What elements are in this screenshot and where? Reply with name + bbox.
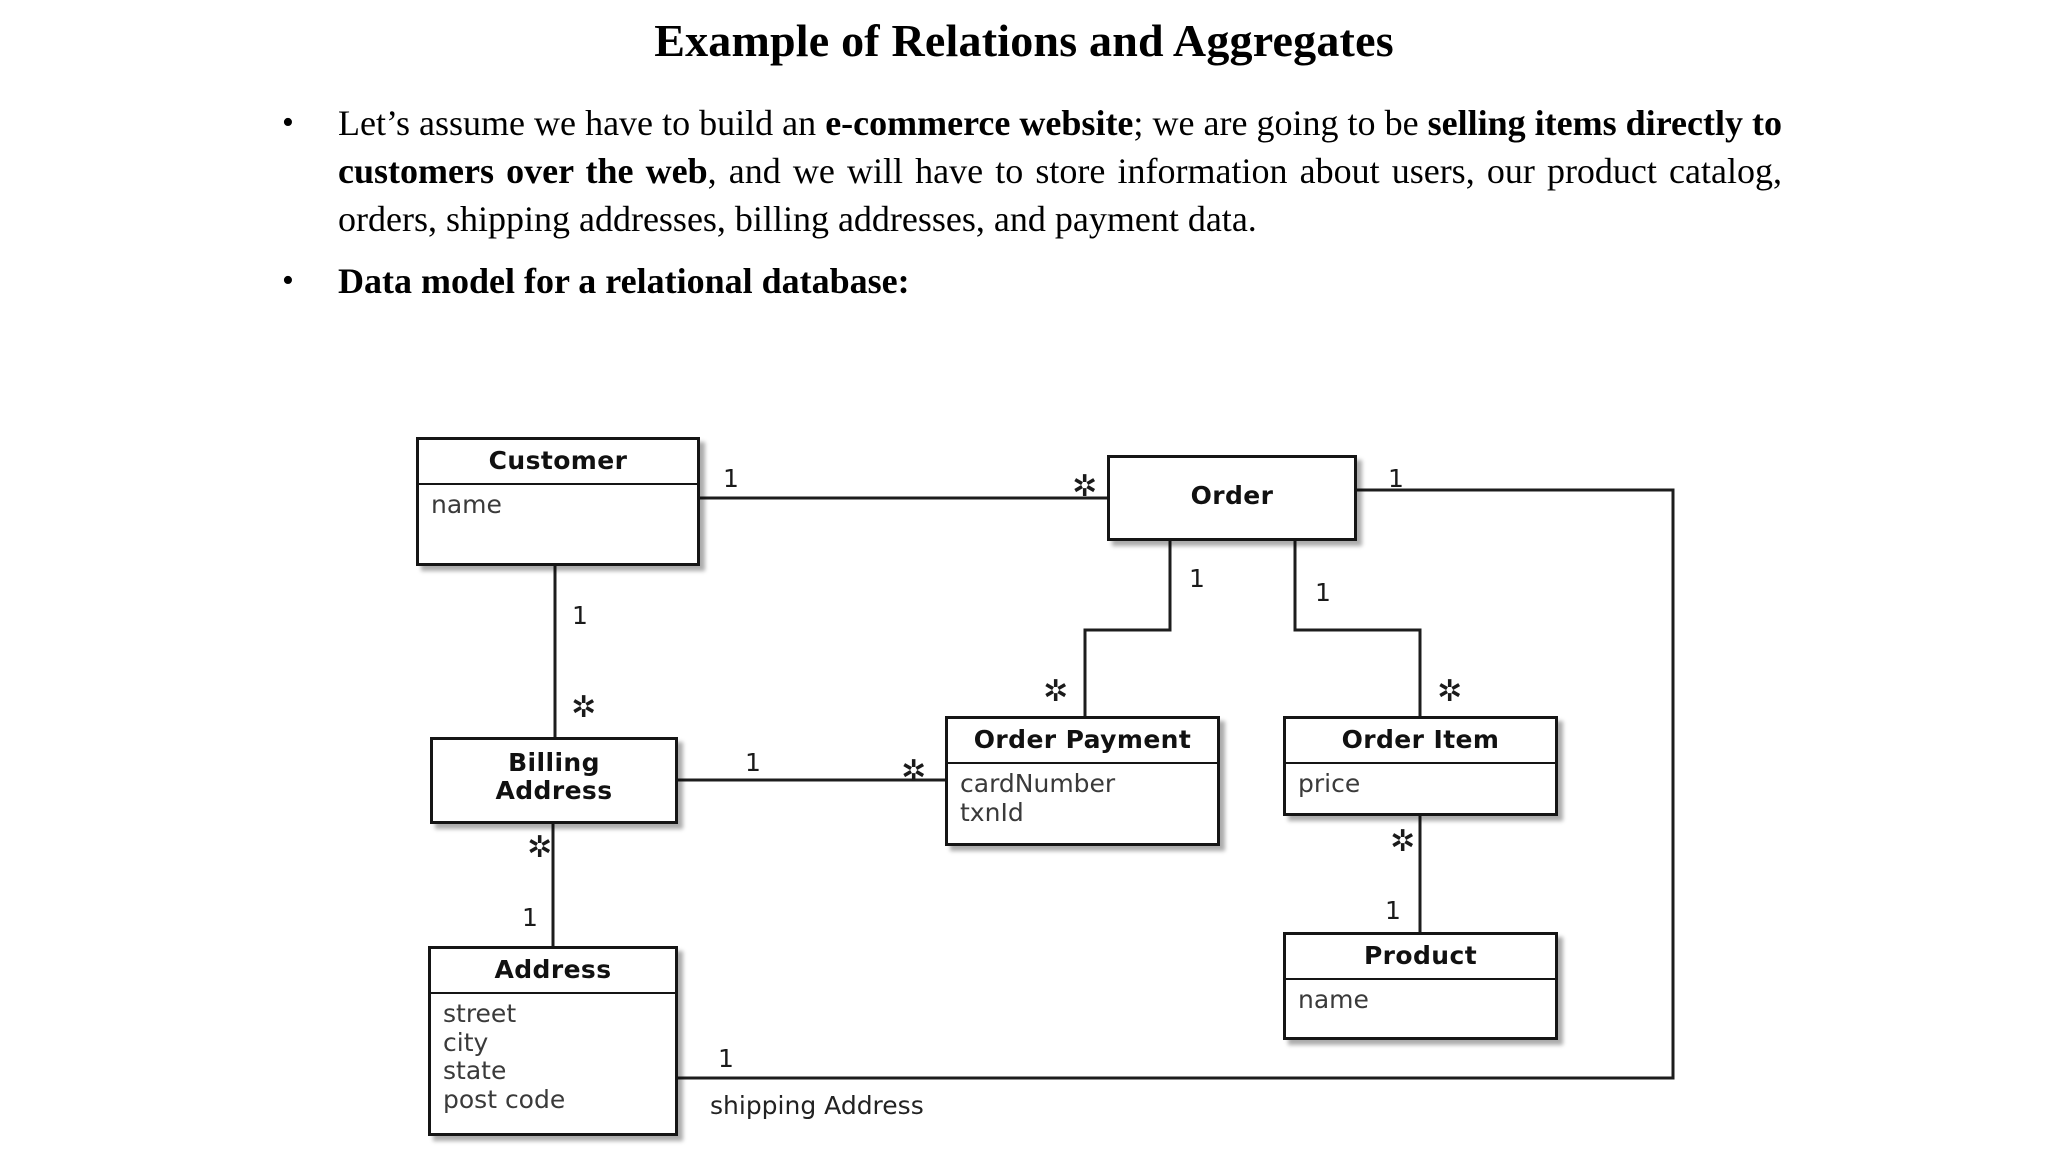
entity-title-line2: Address bbox=[495, 776, 613, 805]
multiplicity-customer-order-one: 1 bbox=[723, 464, 739, 493]
attribute: street bbox=[443, 999, 517, 1028]
uml-entity-order[interactable]: Order bbox=[1107, 455, 1357, 541]
uml-entity-address[interactable]: Address street city state post code bbox=[428, 946, 678, 1136]
multiplicity-order-orderpayment-one: 1 bbox=[1189, 564, 1205, 593]
uml-entity-order-payment[interactable]: Order Payment cardNumber txnId bbox=[945, 716, 1220, 846]
entity-divider bbox=[431, 992, 675, 994]
multiplicity-billing-orderpayment-one: 1 bbox=[745, 748, 761, 777]
edge-label-shipping-address: shipping Address bbox=[710, 1091, 924, 1120]
entity-divider bbox=[1286, 978, 1555, 980]
bullet-text-2: Data model for a relational database: bbox=[338, 260, 910, 301]
entity-title: Order bbox=[1190, 481, 1274, 510]
bullet-segment: , and we will have to store information … bbox=[338, 150, 1782, 239]
multiplicity-customer-billing-one: 1 bbox=[572, 601, 588, 630]
bullet-marker-icon: • bbox=[282, 104, 294, 141]
entity-divider bbox=[948, 762, 1217, 764]
entity-title: Customer bbox=[488, 446, 628, 475]
multiplicity-customer-billing-many: ✲ bbox=[571, 690, 597, 725]
entity-title: Product bbox=[1363, 941, 1478, 970]
entity-title: Order Payment bbox=[973, 725, 1192, 754]
entity-attributes: street city state post code bbox=[431, 994, 675, 1120]
entity-attributes: price bbox=[1286, 764, 1555, 805]
entity-title: Order Item bbox=[1341, 725, 1500, 754]
attribute: city bbox=[443, 1027, 489, 1057]
multiplicity-order-address-one: 1 bbox=[1388, 464, 1404, 493]
multiplicity-billing-address-many: ✲ bbox=[527, 830, 553, 865]
bullet-text-1: Let’s assume we have to build an e-comme… bbox=[338, 100, 1782, 244]
bullet-marker-icon: • bbox=[282, 261, 294, 299]
bullet-segment: ; we are going to be bbox=[1133, 103, 1428, 143]
attribute: post code bbox=[443, 1084, 566, 1114]
bullet-segment-bold: selling items directly to customers over… bbox=[338, 103, 1782, 191]
bullet-segment-bold: e-commerce website bbox=[825, 103, 1134, 143]
entity-title-line1: Billing bbox=[508, 748, 600, 777]
attribute: price bbox=[1298, 769, 1361, 798]
entity-title: Billing Address bbox=[433, 740, 675, 813]
list-item: • Data model for a relational database: bbox=[282, 258, 1782, 306]
entity-attributes: cardNumber txnId bbox=[948, 764, 1217, 833]
multiplicity-billing-address-one: 1 bbox=[522, 903, 538, 932]
list-item: • Let’s assume we have to build an e-com… bbox=[282, 100, 1782, 244]
uml-entity-billing-address[interactable]: Billing Address bbox=[430, 737, 678, 824]
multiplicity-order-orderitem-many: ✲ bbox=[1437, 674, 1463, 709]
attribute: txnId bbox=[960, 797, 1024, 827]
attribute: cardNumber bbox=[960, 769, 1116, 798]
attribute: name bbox=[1298, 985, 1369, 1014]
edge-order-orderitem bbox=[1293, 541, 1422, 716]
entity-divider bbox=[419, 483, 697, 485]
attribute: name bbox=[431, 490, 502, 519]
entity-divider bbox=[1286, 762, 1555, 764]
uml-entity-customer[interactable]: Customer name bbox=[416, 437, 700, 566]
entity-attributes: name bbox=[419, 485, 697, 526]
edge-order-orderpayment bbox=[1083, 541, 1172, 716]
bullet-segment: Let’s assume we have to build an bbox=[338, 103, 826, 143]
multiplicity-order-orderitem-one: 1 bbox=[1315, 578, 1331, 607]
entity-attributes: name bbox=[1286, 980, 1555, 1021]
multiplicity-order-orderpayment-many: ✲ bbox=[1043, 674, 1069, 709]
uml-entity-order-item[interactable]: Order Item price bbox=[1283, 716, 1558, 816]
uml-entity-product[interactable]: Product name bbox=[1283, 932, 1558, 1040]
multiplicity-billing-orderpayment-many: ✲ bbox=[901, 754, 927, 789]
multiplicity-address-shipping-one: 1 bbox=[718, 1044, 734, 1073]
entity-title: Address bbox=[494, 955, 612, 984]
multiplicity-orderitem-product-one: 1 bbox=[1385, 896, 1401, 925]
multiplicity-orderitem-product-many: ✲ bbox=[1390, 824, 1416, 859]
multiplicity-customer-order-many: ✲ bbox=[1072, 469, 1098, 504]
page-title: Example of Relations and Aggregates bbox=[654, 15, 1394, 66]
attribute: state bbox=[443, 1056, 507, 1085]
bullet-list: • Let’s assume we have to build an e-com… bbox=[282, 100, 1782, 316]
edge-order-address-shipping bbox=[678, 488, 1675, 1080]
